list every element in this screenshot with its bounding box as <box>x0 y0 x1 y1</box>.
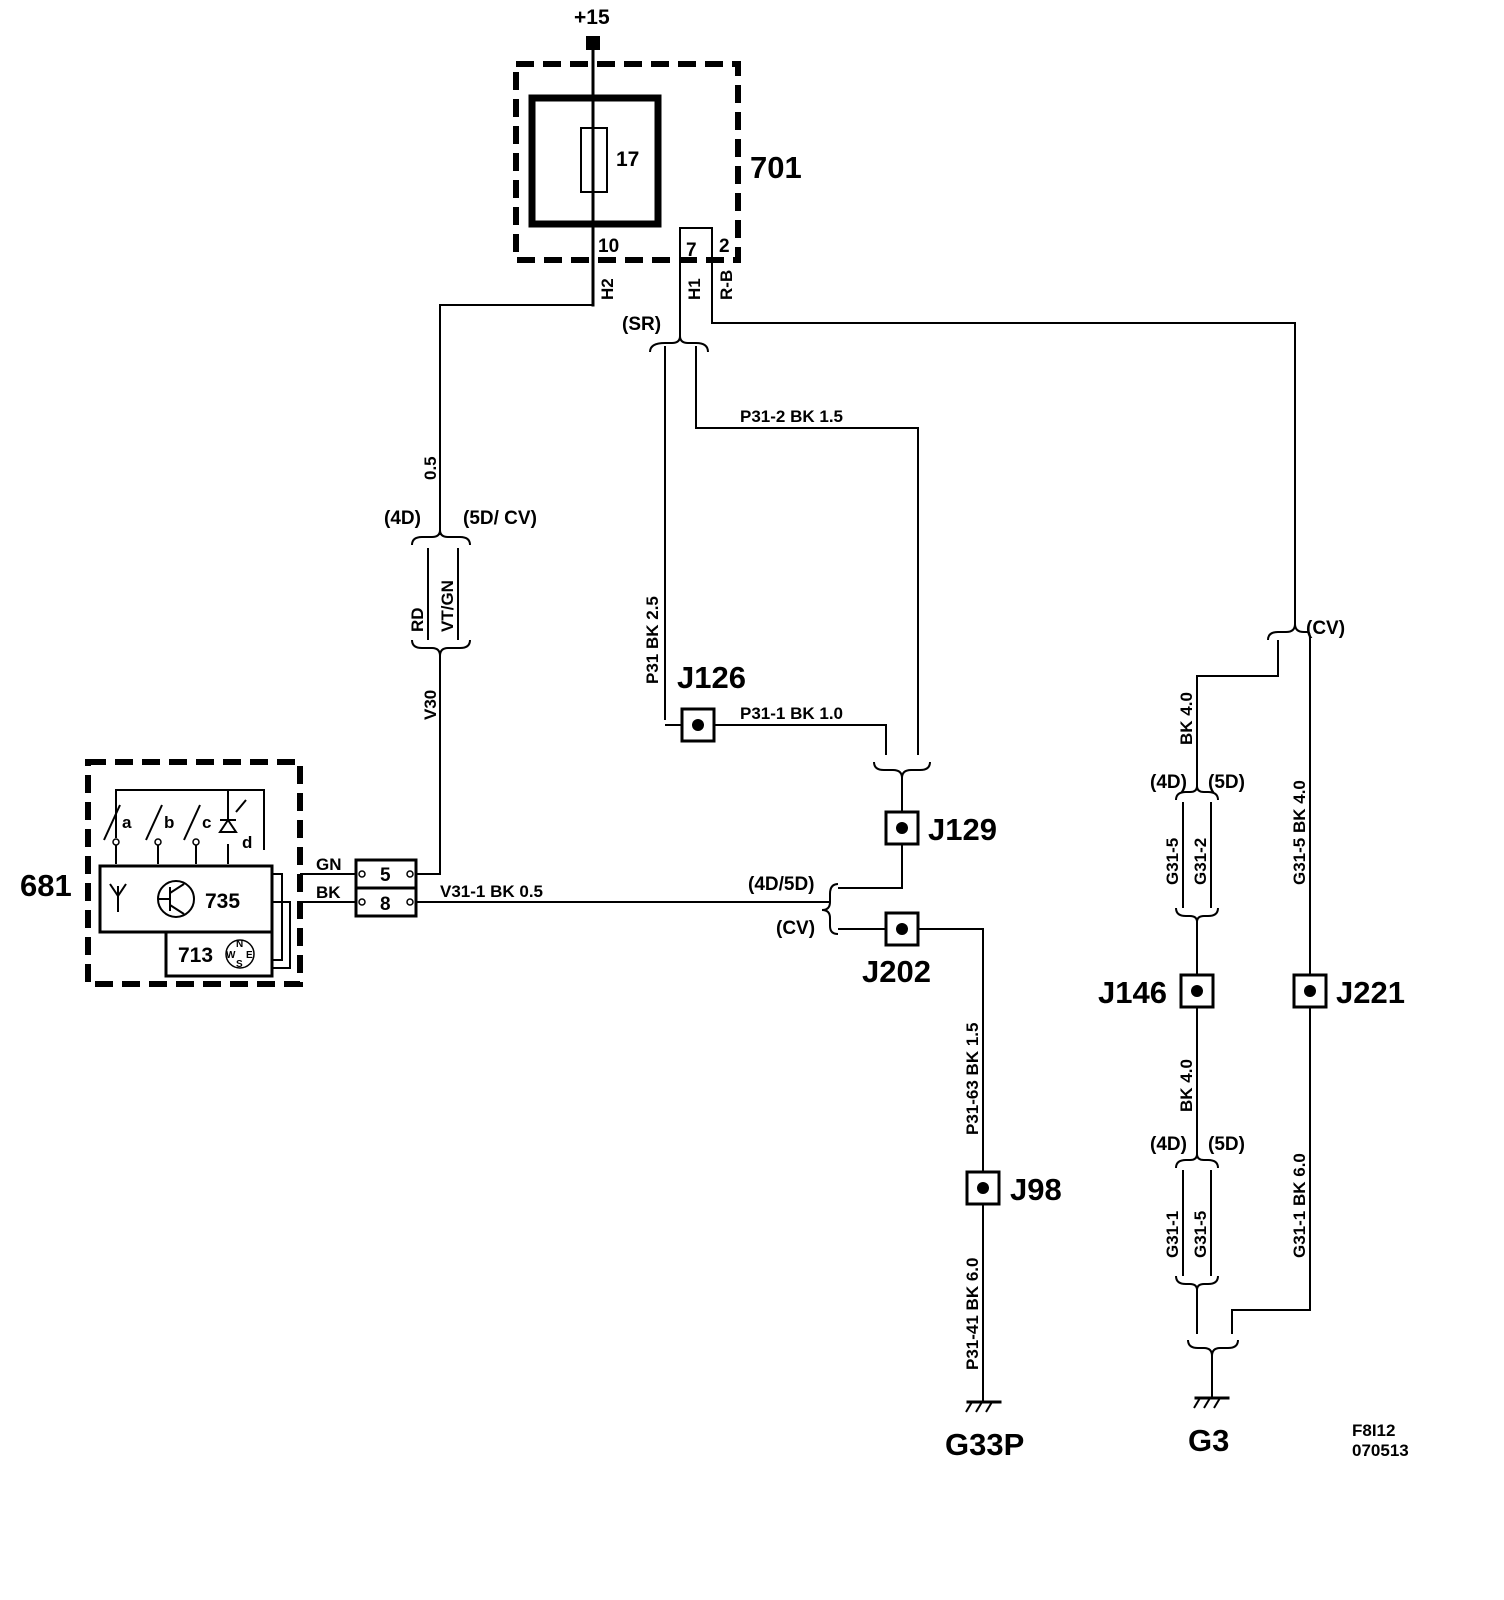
wire-g31-5-b: G31-5 <box>1191 1211 1210 1258</box>
variant-4d5d: (4D/5D) <box>748 874 815 895</box>
pin-5: 5 <box>380 865 391 886</box>
pin-2: 2 <box>719 236 730 257</box>
supply-label: +15 <box>574 6 610 29</box>
joint-j126: J126 <box>677 660 746 743</box>
sub-713: 713 <box>178 944 213 967</box>
wire-p31-1: P31-1 BK 1.0 <box>740 704 843 723</box>
joint-j221: J221 <box>1292 973 1405 1010</box>
svg-text:c: c <box>202 813 211 832</box>
module-681: 681 a b c d <box>20 759 303 987</box>
figure-code-1: F8I12 <box>1352 1421 1395 1440</box>
ground-g33p-icon: G33P <box>945 1400 1024 1462</box>
variant-4d-left: (4D) <box>384 508 421 529</box>
svg-text:S: S <box>236 959 243 970</box>
svg-text:d: d <box>242 833 252 852</box>
wire-bk40-b: BK 4.0 <box>1177 1059 1196 1112</box>
antenna-icon <box>109 883 127 912</box>
wire-rd: RD <box>408 607 427 632</box>
fuse-number: 17 <box>616 148 639 171</box>
wire-g31-1-a: G31-1 <box>1163 1211 1182 1258</box>
j221-label: J221 <box>1336 975 1405 1010</box>
diode-d-icon: d <box>218 790 252 852</box>
fuse-holder <box>528 94 662 228</box>
joint-j129: J129 <box>884 810 997 847</box>
wire-g31-5-a: G31-5 <box>1163 838 1182 885</box>
j146-label: J146 <box>1098 975 1167 1010</box>
variant-4d-upper: (4D) <box>1150 772 1187 793</box>
wire-v31-1: V31-1 BK 0.5 <box>440 882 543 901</box>
svg-text:b: b <box>164 813 174 832</box>
wire-bk: BK <box>316 883 341 902</box>
g3-label: G3 <box>1188 1423 1229 1458</box>
wire-g31-2: G31-2 <box>1191 838 1210 885</box>
j129-label: J129 <box>928 812 997 847</box>
variant-cv-left: (CV) <box>776 918 815 939</box>
variant-5d-lower: (5D) <box>1208 1134 1245 1155</box>
gauge-0-5: 0.5 <box>421 456 440 480</box>
module-id: 681 <box>20 868 72 903</box>
svg-text:N: N <box>236 939 243 950</box>
variant-sr: (SR) <box>622 314 661 335</box>
variant-5d-upper: (5D) <box>1208 772 1245 793</box>
wire-h1: H1 <box>685 278 704 300</box>
figure-code-2: 070513 <box>1352 1441 1409 1460</box>
g33p-label: G33P <box>945 1427 1024 1462</box>
svg-text:a: a <box>122 813 132 832</box>
j202-label: J202 <box>862 954 931 989</box>
fusebox-id: 701 <box>750 150 802 185</box>
wire-bk40-a: BK 4.0 <box>1177 692 1196 745</box>
wire-p31-41: P31-41 BK 6.0 <box>963 1258 982 1370</box>
pin-7: 7 <box>686 240 697 261</box>
fusebox-701: 17 701 10 7 2 <box>513 61 802 272</box>
pin-10: 10 <box>598 236 619 257</box>
wire-gn: GN <box>316 855 342 874</box>
wire-p31: P31 BK 2.5 <box>643 596 662 684</box>
joint-j146: J146 <box>1098 973 1215 1010</box>
j126-label: J126 <box>677 660 746 695</box>
j98-label: J98 <box>1010 1172 1062 1207</box>
variant-5dcv: (5D/ CV) <box>463 508 537 529</box>
wire-g31-1-b: G31-1 BK 6.0 <box>1290 1153 1309 1258</box>
variant-4d-lower: (4D) <box>1150 1134 1187 1155</box>
wire-g31-5-c: G31-5 BK 4.0 <box>1290 780 1309 885</box>
switch-b-icon: b <box>145 804 174 846</box>
supply-terminal: +15 <box>574 6 610 50</box>
joint-j202: J202 <box>862 911 931 989</box>
wire-p31-2: P31-2 BK 1.5 <box>740 407 843 426</box>
transistor-icon <box>157 880 195 918</box>
connector-5-8: 5 8 <box>354 858 418 918</box>
wire-p31-63: P31-63 BK 1.5 <box>963 1023 982 1135</box>
ground-g3-icon: G3 <box>1188 1396 1230 1458</box>
switch-c-icon: c <box>183 804 211 846</box>
wire-rb: R-B <box>717 270 736 300</box>
switch-a-icon: a <box>103 804 132 846</box>
sub-735: 735 <box>205 890 240 913</box>
svg-text:E: E <box>246 950 253 961</box>
wire-vtgn: VT/GN <box>438 580 457 632</box>
pin-8: 8 <box>380 894 391 915</box>
wire-h2: H2 <box>598 278 617 300</box>
wire-v30: V30 <box>421 690 440 720</box>
svg-text:W: W <box>226 950 236 961</box>
joint-j98: J98 <box>965 1170 1062 1207</box>
compass-icon: N W E S <box>225 939 255 970</box>
variant-cv-right: (CV) <box>1306 618 1345 639</box>
